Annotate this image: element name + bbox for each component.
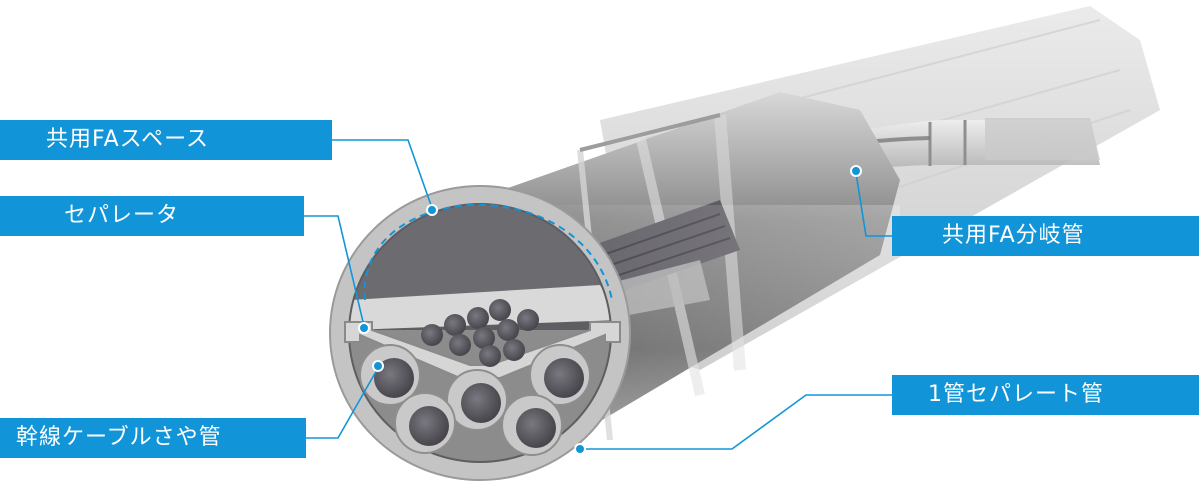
- label-trunk-cable-sheath: 幹線ケーブルさや管: [0, 418, 306, 458]
- leader-lines: [304, 139, 892, 455]
- cable-bundle: [421, 299, 539, 367]
- leader-shared-fa-branch: [855, 172, 892, 237]
- leader-dot-single-separate: [574, 443, 586, 455]
- leader-dot-trunk-sheath: [372, 360, 384, 372]
- leader-dot-shared-fa-space: [426, 204, 438, 216]
- leader-trunk-sheath: [306, 367, 379, 439]
- leader-dot-separator: [358, 322, 370, 334]
- pipe-cross-section: [329, 185, 631, 481]
- label-single-pipe-separate: 1管セパレート管: [892, 375, 1199, 415]
- leader-dot-shared-fa-branch: [850, 165, 862, 177]
- sheath-tubes: [359, 344, 591, 456]
- label-separator: セパレータ: [0, 196, 304, 236]
- label-shared-fa-branch: 共用FA分岐管: [892, 216, 1199, 256]
- leader-single-separate: [582, 394, 892, 450]
- leader-shared-fa-space: [332, 139, 433, 209]
- shared-fa-space-outline: [363, 203, 613, 301]
- leader-separator: [304, 215, 365, 327]
- label-shared-fa-space: 共用FAスペース: [0, 120, 332, 160]
